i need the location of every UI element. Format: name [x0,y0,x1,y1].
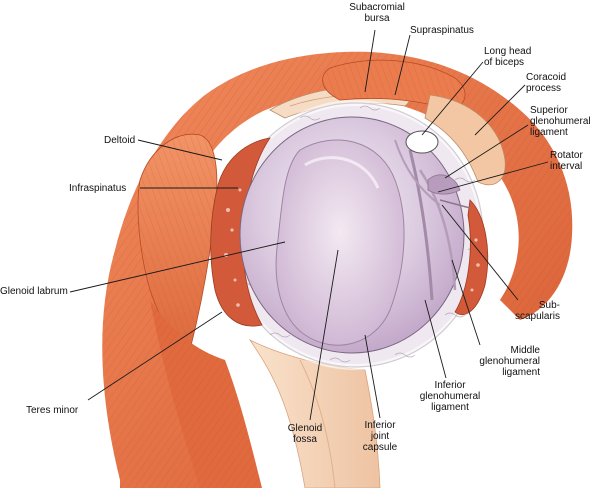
leader-glenoid-labrum [69,241,286,293]
biceps-tendon [405,130,439,154]
leader-coracoid-process [474,84,526,136]
leader-superior-glenohumeral-ligament [444,124,529,179]
label-inferior-glenohumeral-ligament: Inferior glenohumeral ligament [419,380,481,413]
label-subacromial-bursa: Subacromial bursa [349,2,405,24]
leader-inferior-joint-capsule [364,334,381,419]
label-coracoid-process: Coracoid process [526,72,567,94]
label-glenoid-labrum: Glenoid labrum [0,286,68,297]
label-middle-glenohumeral-ligament: Middle glenohumeral ligament [479,345,540,378]
label-long-head-biceps: Long head of biceps [484,46,532,68]
label-infraspinatus: Infraspinatus [69,183,127,194]
leader-subacromial-bursa [364,29,376,93]
deltoid-muscle [102,51,573,488]
cut-muscle-right [454,199,489,316]
leader-rotator-interval [437,161,549,193]
coracoid-process [424,94,506,186]
leader-deltoid [137,139,223,161]
label-subscapularis: Sub- scapularis [514,300,560,322]
glenoid-cavity [239,116,471,354]
leader-long-head-biceps [421,61,484,136]
label-teres-minor: Teres minor [26,405,79,416]
leader-subscapularis [441,204,519,301]
label-supraspinatus: Supraspinatus [410,25,474,36]
leader-inferior-glenohumeral-ligament [424,299,447,379]
leader-lines [69,29,549,421]
label-superior-glenohumeral-ligament: Superior glenohumeral ligament [530,105,591,138]
leader-middle-glenohumeral-ligament [451,259,481,346]
label-deltoid: Deltoid [104,135,136,146]
leader-teres-minor [87,311,223,401]
leader-glenoid-fossa [309,249,339,421]
label-rotator-interval: Rotator interval [550,150,583,172]
label-glenoid-fossa: Glenoid fossa [287,423,323,445]
label-inferior-joint-capsule: Inferior joint capsule [362,420,398,453]
teres-region [150,300,262,488]
leader-supraspinatus [394,34,411,96]
